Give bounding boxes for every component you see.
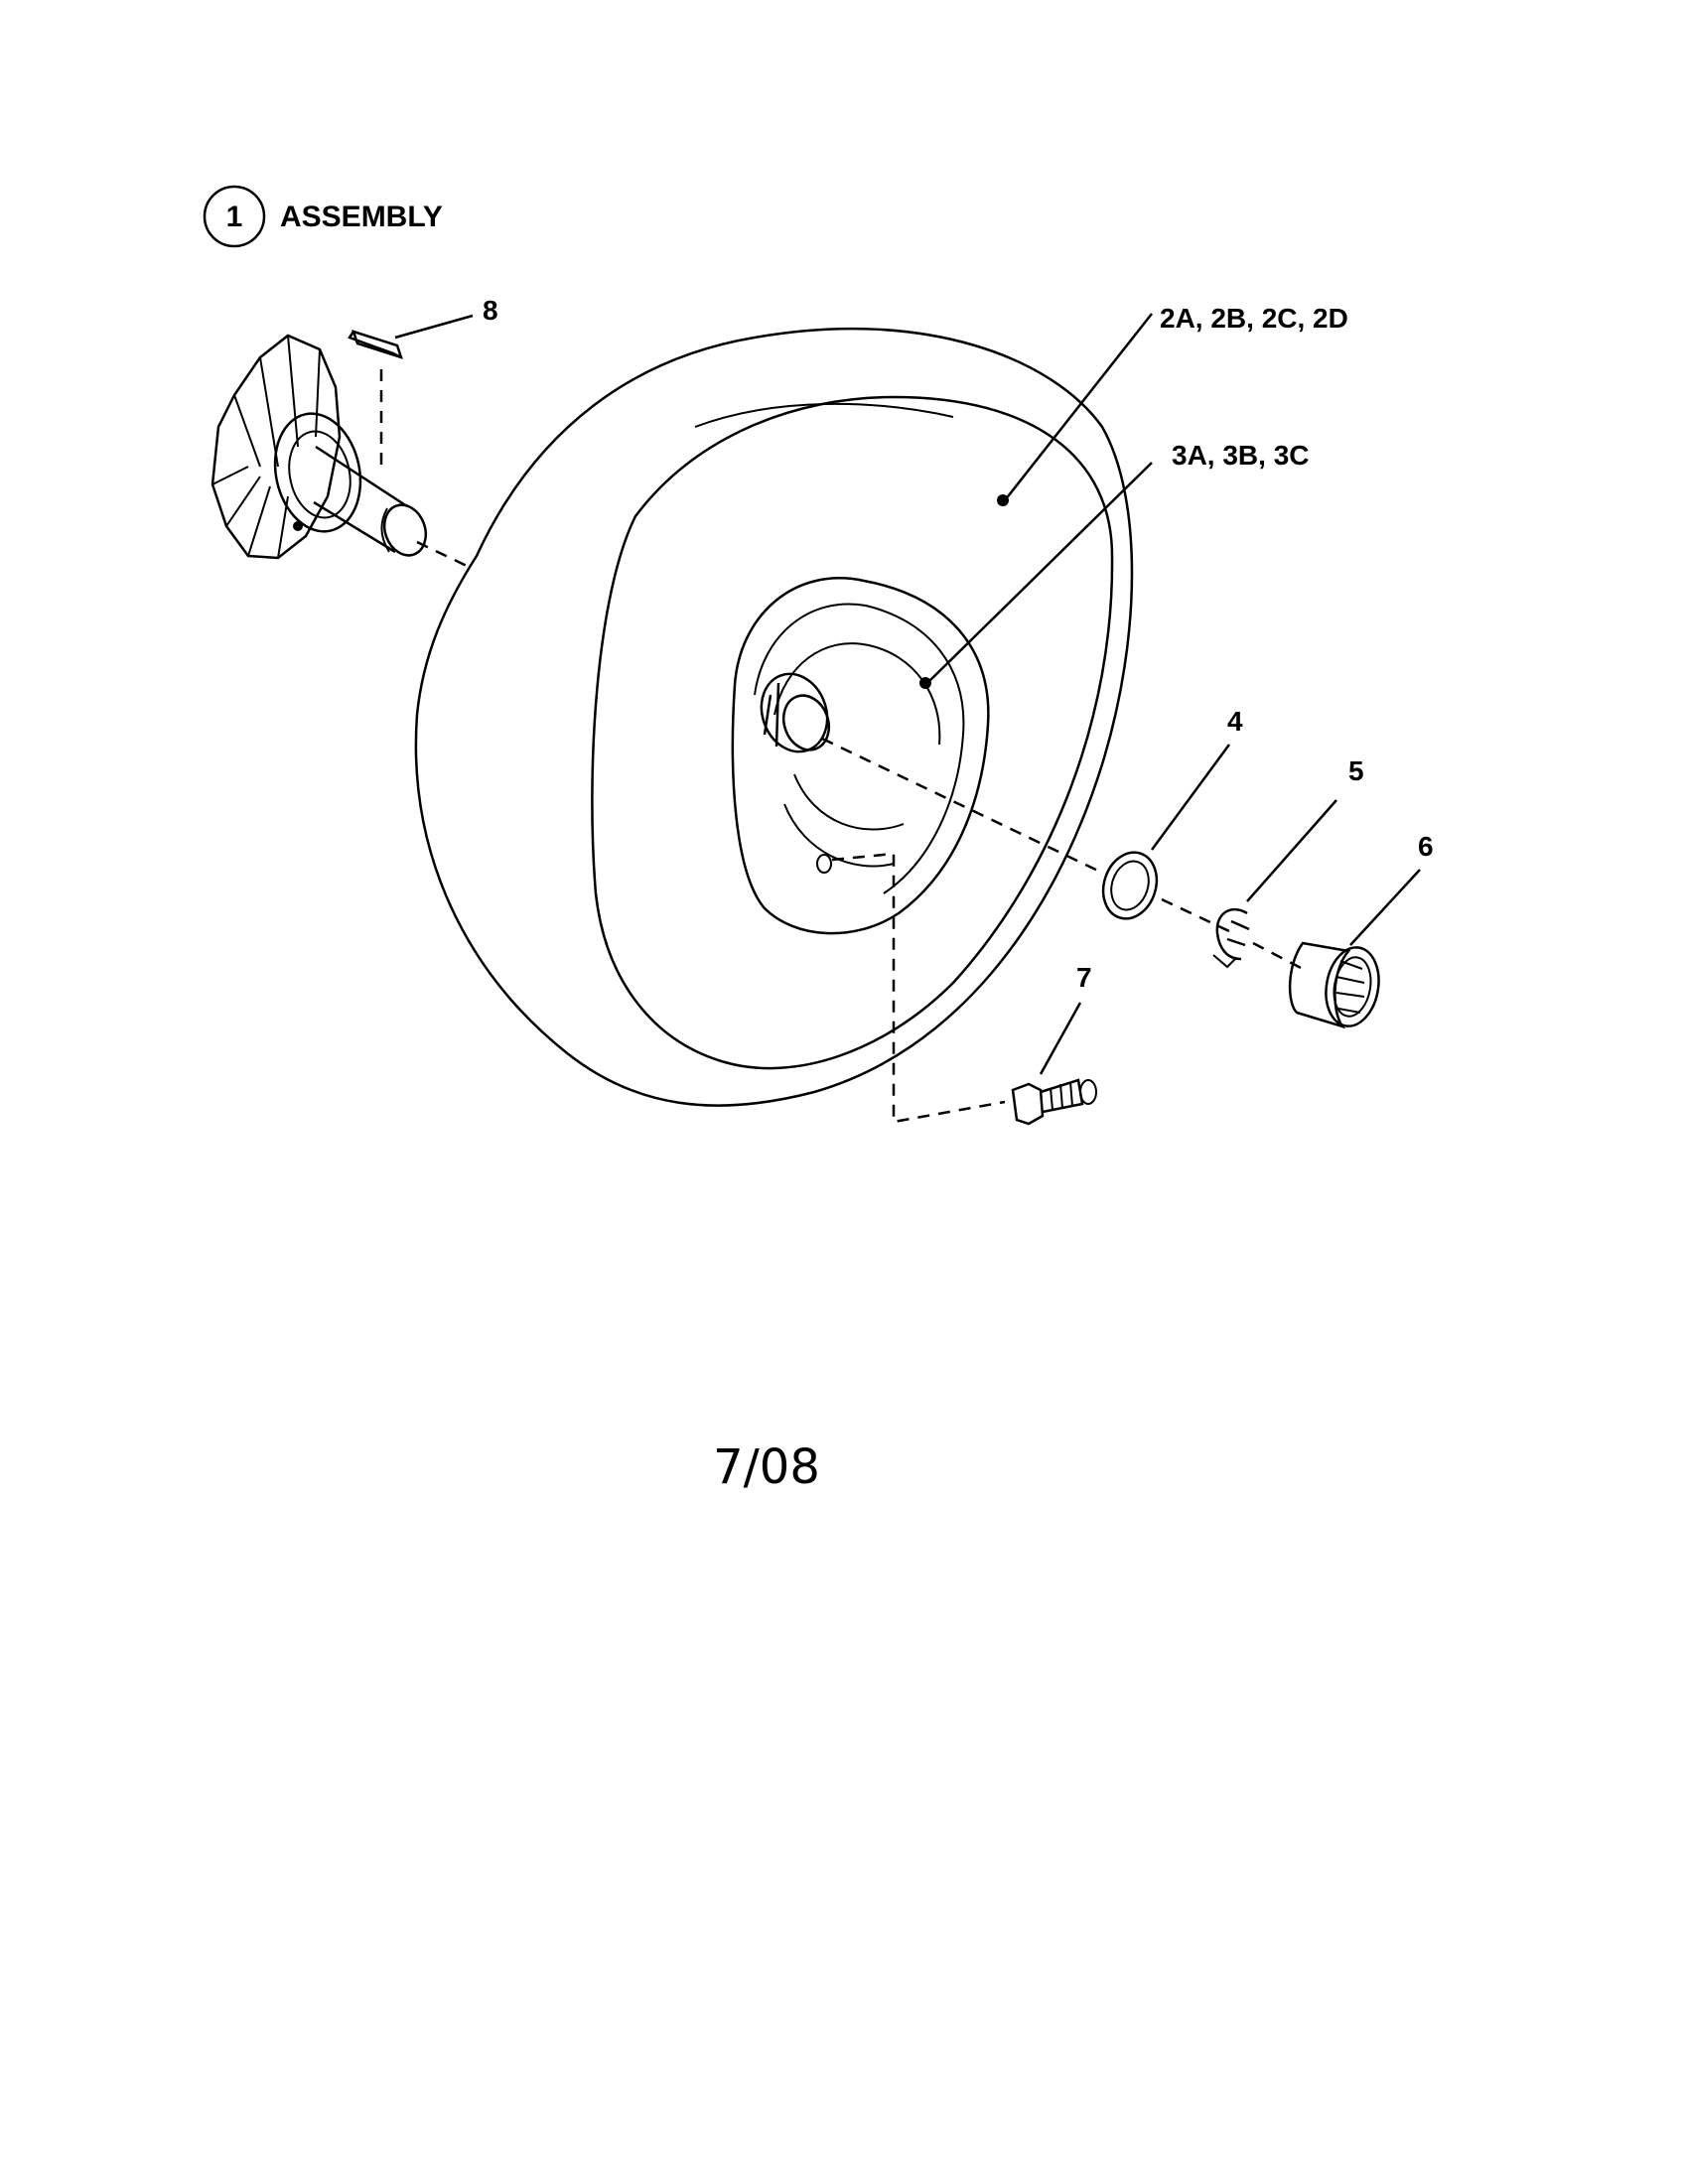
washer-part-4	[1101, 851, 1159, 920]
callout-4: 4	[1227, 706, 1243, 737]
assembly-header: 1 ASSEMBLY	[203, 185, 443, 248]
callout-7: 7	[1076, 962, 1092, 993]
leader-5	[1246, 799, 1337, 902]
leader-4	[1150, 744, 1231, 851]
item-number-circle	[203, 185, 266, 248]
leader-6	[1349, 869, 1421, 946]
assembly-title: ASSEMBLY	[280, 201, 443, 233]
tire	[414, 327, 1134, 1107]
item-number: 1	[226, 201, 243, 233]
bearing-part-6	[1288, 941, 1380, 1029]
rim	[731, 577, 990, 935]
callout-3: 3A, 3B, 3C	[1172, 440, 1310, 471]
leader-2	[1004, 313, 1153, 501]
callout-6: 6	[1418, 831, 1434, 862]
key-part-8	[348, 330, 403, 359]
callout-5: 5	[1348, 755, 1364, 786]
axis-line-left	[416, 540, 468, 568]
leader-3	[926, 462, 1153, 684]
leader-7	[1039, 1002, 1082, 1075]
callout-2: 2A, 2B, 2C, 2D	[1160, 303, 1348, 334]
grease-fitting-part-7	[1011, 1078, 1097, 1126]
grease-fitting-path	[831, 852, 1006, 1124]
callout-8: 8	[483, 295, 498, 326]
leader-8	[394, 314, 474, 340]
axle-spindle	[210, 334, 428, 560]
e-clip-part-5	[1212, 907, 1250, 969]
footer-date: 7/08	[713, 1439, 820, 1495]
axis-line-right	[821, 737, 1304, 971]
